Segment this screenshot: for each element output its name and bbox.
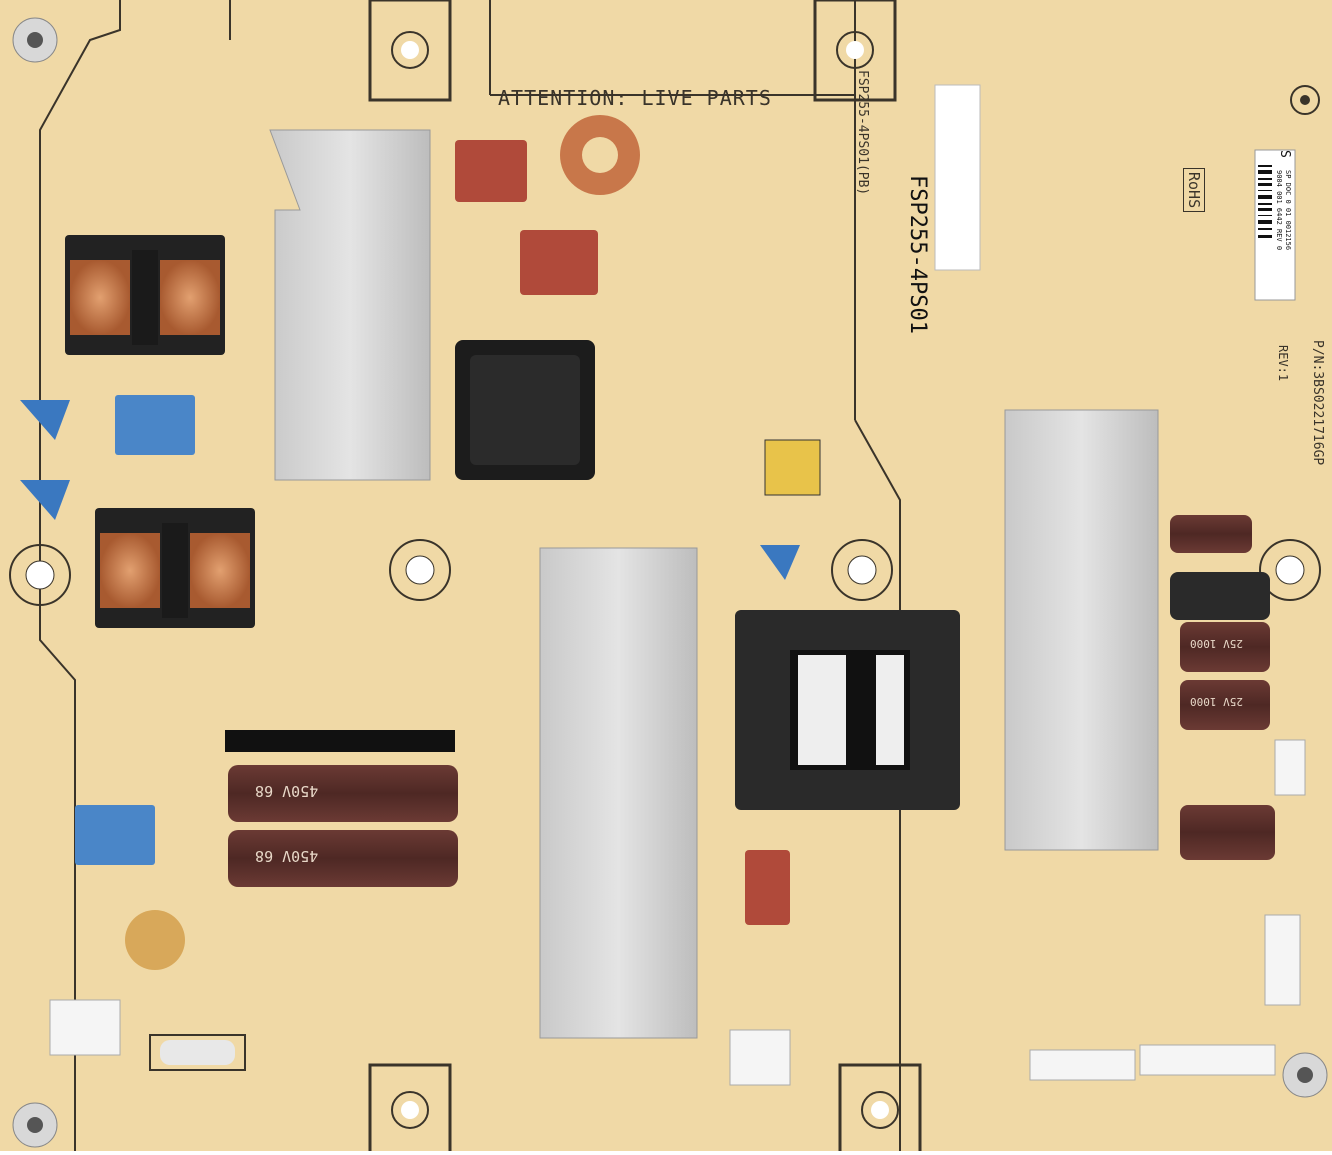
mounting-holes bbox=[9, 0, 1328, 1155]
barcode-label bbox=[1254, 149, 1296, 301]
revision: REV:1 bbox=[1276, 345, 1290, 382]
barcode-label-line3: 9004 001 6442 REV 0 bbox=[1275, 170, 1283, 251]
model-sticker-bg bbox=[934, 84, 981, 271]
part-number: P/N:3BS0221716GP bbox=[1310, 340, 1325, 466]
warning-text: ATTENTION: LIVE PARTS bbox=[498, 86, 772, 110]
barcode-label-s: S bbox=[1277, 150, 1292, 158]
silkscreen-outline bbox=[39, 0, 901, 1151]
main-transformer bbox=[735, 610, 960, 810]
common-mode-choke-bottom bbox=[95, 508, 255, 628]
aux-transformer bbox=[764, 439, 821, 496]
model-sticker-text: FSP255-4PS01 bbox=[905, 175, 930, 334]
fuse bbox=[149, 1034, 246, 1071]
bulk-capacitor-2-label: 450V 68 bbox=[255, 847, 319, 865]
common-mode-choke-top bbox=[65, 235, 225, 355]
secondary-capacitor-2-label: 25V 1000 bbox=[1190, 695, 1243, 708]
connectors bbox=[49, 739, 1306, 1086]
rohs-mark: RoHS bbox=[1183, 168, 1205, 213]
bulk-capacitors bbox=[228, 765, 458, 887]
secondary-capacitors bbox=[1170, 515, 1275, 860]
silkscreen-model: FSP255-4PS01(PB) bbox=[855, 70, 870, 196]
toroid-inductor bbox=[560, 115, 640, 195]
heat-shield-bar bbox=[225, 730, 455, 752]
heatsinks bbox=[269, 129, 1159, 1039]
x-capacitors bbox=[20, 395, 800, 865]
varistor bbox=[125, 910, 185, 970]
secondary-capacitor-1-label: 25V 1000 bbox=[1190, 637, 1243, 650]
barcode-label-line2: SP DOC 0 01 0012156 bbox=[1284, 170, 1292, 251]
pfc-inductor bbox=[455, 340, 595, 480]
bulk-capacitor-1-label: 450V 68 bbox=[255, 782, 319, 800]
film-capacitors bbox=[455, 140, 790, 925]
